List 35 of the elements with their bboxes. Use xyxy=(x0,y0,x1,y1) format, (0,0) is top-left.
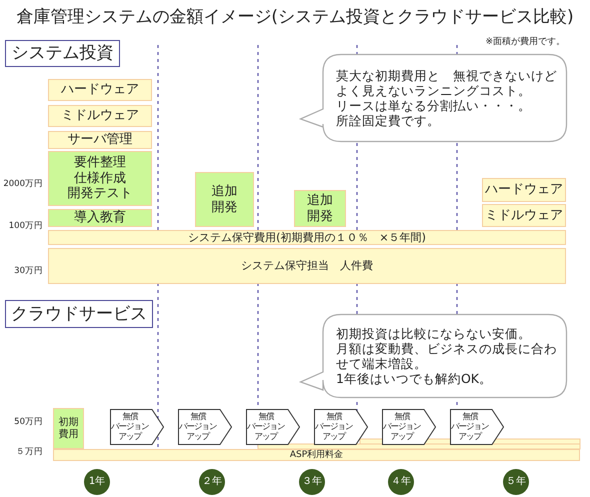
speech-callout: 初期投資は比較にならない安価。月額は変動費、ビジネスの成長に合わせて端末増設。1年後はいつでも解約OK。 xyxy=(300,314,567,398)
speech-callout: 莫大な初期費用と 無視できないけどよく見えないランニングコスト。リースは単なる分割払い・・・。所詮固定費です。 xyxy=(300,54,567,142)
year-circle: ３年 xyxy=(299,469,325,495)
pentagon-tag: 無償バージョンアップ xyxy=(450,409,504,445)
axis-label: 30万円 xyxy=(14,265,43,277)
year-circle: ２年 xyxy=(199,469,225,495)
axis-label: 100万円 xyxy=(8,220,43,232)
title: 倉庫管理システムの金額イメージ(システム投資とクラウドサービス比較) xyxy=(15,6,575,28)
section-heading-box: システム投資 xyxy=(5,40,120,67)
cost-box: 追加開発 xyxy=(195,172,254,227)
personnel-cost-bar: システム保守担当 人件費 xyxy=(48,248,566,284)
pentagon-tag: 無償バージョンアップ xyxy=(382,409,436,445)
usage-fee-bar: ASP利用料金 xyxy=(53,449,580,461)
cost-box: 導入教育 xyxy=(48,209,152,227)
axis-label: 50万円 xyxy=(14,416,43,428)
section-heading-box: クラウドサービス xyxy=(5,300,153,328)
pentagon-tag: 無償バージョンアップ xyxy=(178,409,232,445)
year-circle: ５年 xyxy=(503,469,529,495)
cost-box: 追加開発 xyxy=(294,190,346,227)
year-circle: ４年 xyxy=(388,469,414,495)
pentagon-tag: 無償バージョンアップ xyxy=(246,409,300,445)
cost-box: 初期費用 xyxy=(53,408,84,449)
note-text: ※面積が費用です。 xyxy=(485,36,565,48)
cost-box: ミドルウェア xyxy=(48,105,152,127)
cost-box: サーバ管理 xyxy=(48,131,152,149)
axis-label: 2000万円 xyxy=(3,178,43,190)
axis-label: ５万円 xyxy=(16,446,43,458)
cost-box: ハードウェア xyxy=(482,178,566,202)
pentagon-tag: 無償バージョンアップ xyxy=(110,409,164,445)
cost-box: 要件整理仕様作成開発テスト xyxy=(48,151,152,206)
cost-box: ミドルウェア xyxy=(482,204,566,227)
year-circle: 1年 xyxy=(84,469,110,495)
cost-box: ハードウェア xyxy=(48,79,152,101)
maintenance-fee-bar: システム保守費用(初期費用の１０％ ×５年間) xyxy=(48,230,566,245)
pentagon-tag: 無償バージョンアップ xyxy=(314,409,368,445)
